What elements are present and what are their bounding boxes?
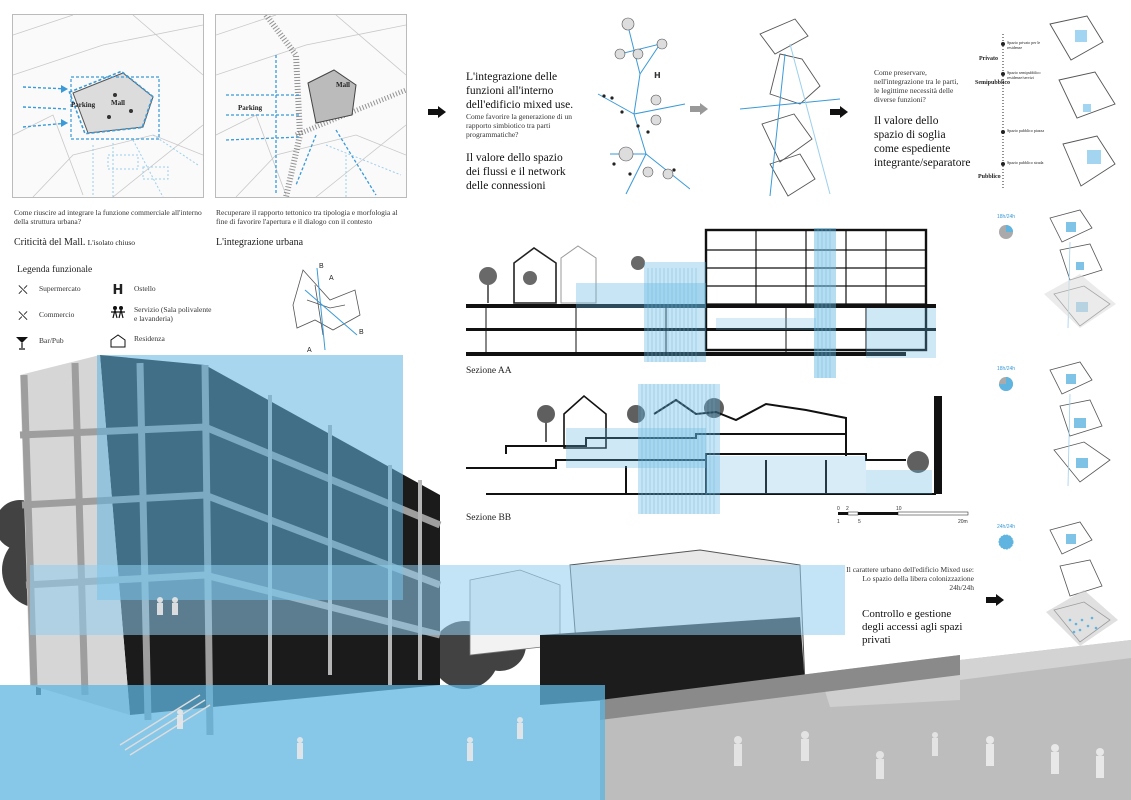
legend-item-commercio: ⛌ Commercio: [15, 310, 74, 324]
parking-label-2: Parking: [238, 104, 263, 112]
legend-item-supermercato: ⛌ Supermercato: [15, 284, 81, 298]
scale-bar: 0 2 1 5 10 20m: [837, 506, 969, 525]
plan-diagram-1: [1044, 209, 1116, 328]
level-pubblico: Pubblico: [978, 174, 1001, 180]
concept3-intro: Il carattere urbano dell'edificio Mixed …: [846, 565, 974, 592]
map-mall-svg: Parking Mall: [13, 15, 203, 197]
mark-a-bottom: A: [307, 347, 312, 354]
section-key-plan: B A B A: [292, 263, 364, 354]
mall-block: [72, 72, 154, 134]
note-1: Spazio privato per le residenze: [1007, 40, 1041, 50]
privacy-gradient: Privato Semipubblico Pubblico Spazio pri…: [975, 14, 1125, 199]
map-urban-integration: Parking Mall: [215, 14, 407, 198]
concept1-statement: Il valore dello spazio dei flussi e il n…: [466, 152, 566, 192]
shop-icon: ⛌: [18, 309, 28, 324]
legend-label: Supermercato: [39, 284, 81, 293]
legend-label: Residenza: [134, 334, 165, 343]
section-aa-drawing: [466, 228, 936, 378]
panel1-title: Criticità del Mall. L'isolato chiuso: [14, 237, 135, 248]
clock-icon-3: 24h/24h: [997, 524, 1015, 550]
arrow-right-icon-2: [830, 106, 848, 118]
plan-diagram-2: [1049, 361, 1111, 487]
concept2-question: Come preservare, nell'integrazione tra l…: [874, 68, 959, 104]
mall-open-block: [307, 69, 357, 124]
arrow-right-icon-3: [986, 594, 1004, 606]
map-integration-svg: Parking Mall: [216, 15, 406, 197]
mall-label-2: Mall: [336, 81, 350, 89]
map-mall-criticality: Parking Mall: [12, 14, 204, 198]
section-aa-label: Sezione AA: [466, 366, 512, 376]
scale-5: 5: [858, 519, 861, 525]
legend-label: Servizio (Sala polivalente e lavanderia): [134, 305, 212, 323]
clock-label-1: 18h/24h: [997, 214, 1015, 220]
section-bb-drawing: [466, 384, 942, 514]
arrow-right-icon: [428, 106, 446, 118]
level-privato: Privato: [979, 56, 998, 62]
scale-1: 1: [837, 519, 840, 525]
hostel-icon: H: [112, 283, 124, 298]
scale-10: 10: [896, 506, 902, 512]
note-3: Spazio pubblico piazza: [1007, 128, 1045, 133]
network-diagram: H: [597, 17, 690, 195]
blue-volume-horizontal: [30, 565, 845, 635]
clock-icon-2: 18h/24h: [997, 366, 1015, 391]
panel2-caption: Recuperare il rapporto tettonico tra tip…: [216, 208, 398, 226]
cart-icon: ⛌: [18, 283, 28, 298]
svg-text:H: H: [654, 71, 661, 80]
level-semipubblico: Semipubblico: [975, 80, 1011, 86]
legend-item-residenza: Residenza: [110, 334, 165, 348]
people-icon: [110, 305, 126, 319]
panel1-subtitle: L'isolato chiuso: [87, 238, 136, 247]
bar-icon: [15, 336, 31, 350]
house-icon: [110, 334, 126, 348]
legend-title: Legenda funzionale: [17, 265, 93, 275]
section-bb-label: Sezione BB: [466, 513, 512, 523]
perspective-render: [0, 355, 960, 800]
blue-volume-ground: [0, 685, 605, 800]
concept3-statement: Controllo e gestione degli accessi agli …: [862, 608, 963, 646]
concept2-statement: Il valore dello spazio di soglia come es…: [874, 115, 971, 169]
scale-0: 0: [837, 506, 840, 512]
clock-label-3: 24h/24h: [997, 524, 1015, 530]
panel1-title-main: Criticità del Mall.: [14, 237, 86, 248]
concept1-heading: L'integrazione delle funzioni all'intern…: [466, 71, 574, 111]
arrow-right-grey-icon: [690, 103, 708, 115]
legend-label: Ostello: [134, 284, 156, 293]
mark-b-top: B: [319, 263, 324, 270]
clock-icon-1: 18h/24h: [997, 214, 1015, 239]
street-extension: [960, 640, 1131, 800]
legend-item-ostello: H Ostello: [110, 284, 156, 298]
mark-a-top: A: [329, 275, 334, 282]
scale-2: 2: [846, 506, 849, 512]
plan-diagram-3: [1046, 521, 1118, 646]
note-2: Spazio semipubblico residenze/servizi: [1007, 70, 1041, 80]
blue-volume-vertical: [97, 355, 403, 600]
legend-item-bar: Bar/Pub: [15, 336, 64, 350]
mark-b-bottom: B: [359, 329, 364, 336]
legend-label: Bar/Pub: [39, 336, 64, 345]
threshold-plan-diagram: [740, 18, 840, 197]
mall-label: Mall: [111, 99, 125, 107]
note-4: Spazio pubblico strada: [1007, 160, 1044, 165]
panel2-title: L'integrazione urbana: [216, 237, 304, 248]
legend-label: Commercio: [39, 310, 75, 319]
clock-label-2: 18h/24h: [997, 366, 1015, 372]
legend-item-servizio: Servizio (Sala polivalente e lavanderia): [110, 305, 216, 323]
panel1-caption: Come riuscire ad integrare la funzione c…: [14, 208, 202, 226]
concept1-question: Come favorire la generazione di un rappo…: [466, 112, 572, 139]
parking-label: Parking: [71, 101, 96, 109]
scale-20: 20m: [958, 519, 968, 525]
